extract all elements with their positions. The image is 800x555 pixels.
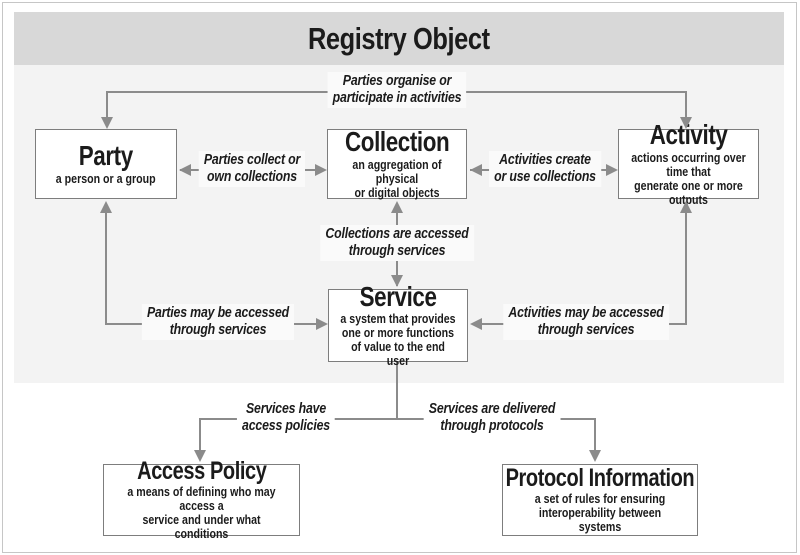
arrowhead-down-party-icon [101, 117, 113, 129]
node-activity: Activity actions occurring over time tha… [618, 121, 759, 207]
node-service: Service a system that provides one or mo… [328, 282, 468, 368]
edge-line-party-activity-right-drop [685, 91, 687, 118]
edge-label-collection-service: Collections are accessed through service… [320, 225, 474, 262]
node-access-policy-title: Access Policy [136, 456, 267, 485]
arrowhead-up-party-icon [100, 201, 112, 213]
node-collection-subtitle: an aggregation of physical or digital ob… [352, 157, 442, 200]
arrowhead-down-access-policy-icon [194, 450, 206, 462]
arrowhead-left-party-icon [179, 164, 191, 176]
arrowhead-down-activity-icon [680, 117, 692, 129]
arrowhead-right-service-icon [316, 318, 328, 330]
edge-line-party-activity-left-drop [106, 91, 108, 118]
arrowhead-right-activity-icon [606, 164, 618, 176]
edge-line-protocol-drop [594, 418, 596, 452]
node-protocol-information-subtitle: a set of rules for ensuring interoperabi… [534, 492, 666, 535]
edge-label-party-activity: Parties organise or participate in activ… [327, 72, 467, 109]
arrowhead-down-service-icon [391, 275, 403, 287]
edge-label-activity-service: Activities may be accessed through servi… [503, 304, 669, 341]
edge-line-activity-service-vertical [685, 203, 687, 325]
edge-line-bottom-horizontal [199, 418, 596, 420]
arrowhead-down-protocol-icon [589, 450, 601, 462]
edge-label-party-collection: Parties collect or own collections [198, 151, 306, 188]
arrowhead-up-collection-icon [391, 201, 403, 213]
edge-label-party-service: Parties may be accessed through services [141, 304, 295, 341]
edge-line-access-policy-drop [199, 418, 201, 452]
edge-label-service-protocol: Services are delivered through protocols [423, 400, 561, 437]
node-party: Party a person or a group [35, 129, 177, 199]
node-collection-title: Collection [344, 126, 450, 158]
edge-line-service-down [396, 362, 398, 420]
node-activity-subtitle: actions occurring over time that generat… [631, 150, 746, 207]
title-bar: Registry Object [14, 12, 784, 65]
node-protocol-information: Protocol Information a set of rules for … [502, 464, 698, 536]
edge-label-collection-activity: Activities create or use collections [489, 151, 601, 188]
node-access-policy: Access Policy a means of defining who ma… [103, 458, 300, 541]
node-party-title: Party [78, 140, 134, 172]
node-collection: Collection an aggregation of physical or… [327, 126, 467, 200]
node-party-subtitle: a person or a group [56, 171, 156, 186]
node-access-policy-subtitle: a means of defining who may access a ser… [127, 485, 276, 542]
node-protocol-information-title: Protocol Information [505, 463, 695, 492]
edge-label-service-access-policy: Services have access policies [236, 400, 336, 437]
edge-line-party-service-vertical [105, 203, 107, 325]
arrowhead-left-service-icon [470, 318, 482, 330]
node-service-title: Service [359, 280, 437, 312]
node-service-subtitle: a system that provides one or more funct… [340, 312, 456, 369]
page-title: Registry Object [308, 20, 490, 56]
arrowhead-up-activity-icon [680, 201, 692, 213]
arrowhead-left-collection-icon [470, 164, 482, 176]
arrowhead-right-collection-icon [315, 164, 327, 176]
